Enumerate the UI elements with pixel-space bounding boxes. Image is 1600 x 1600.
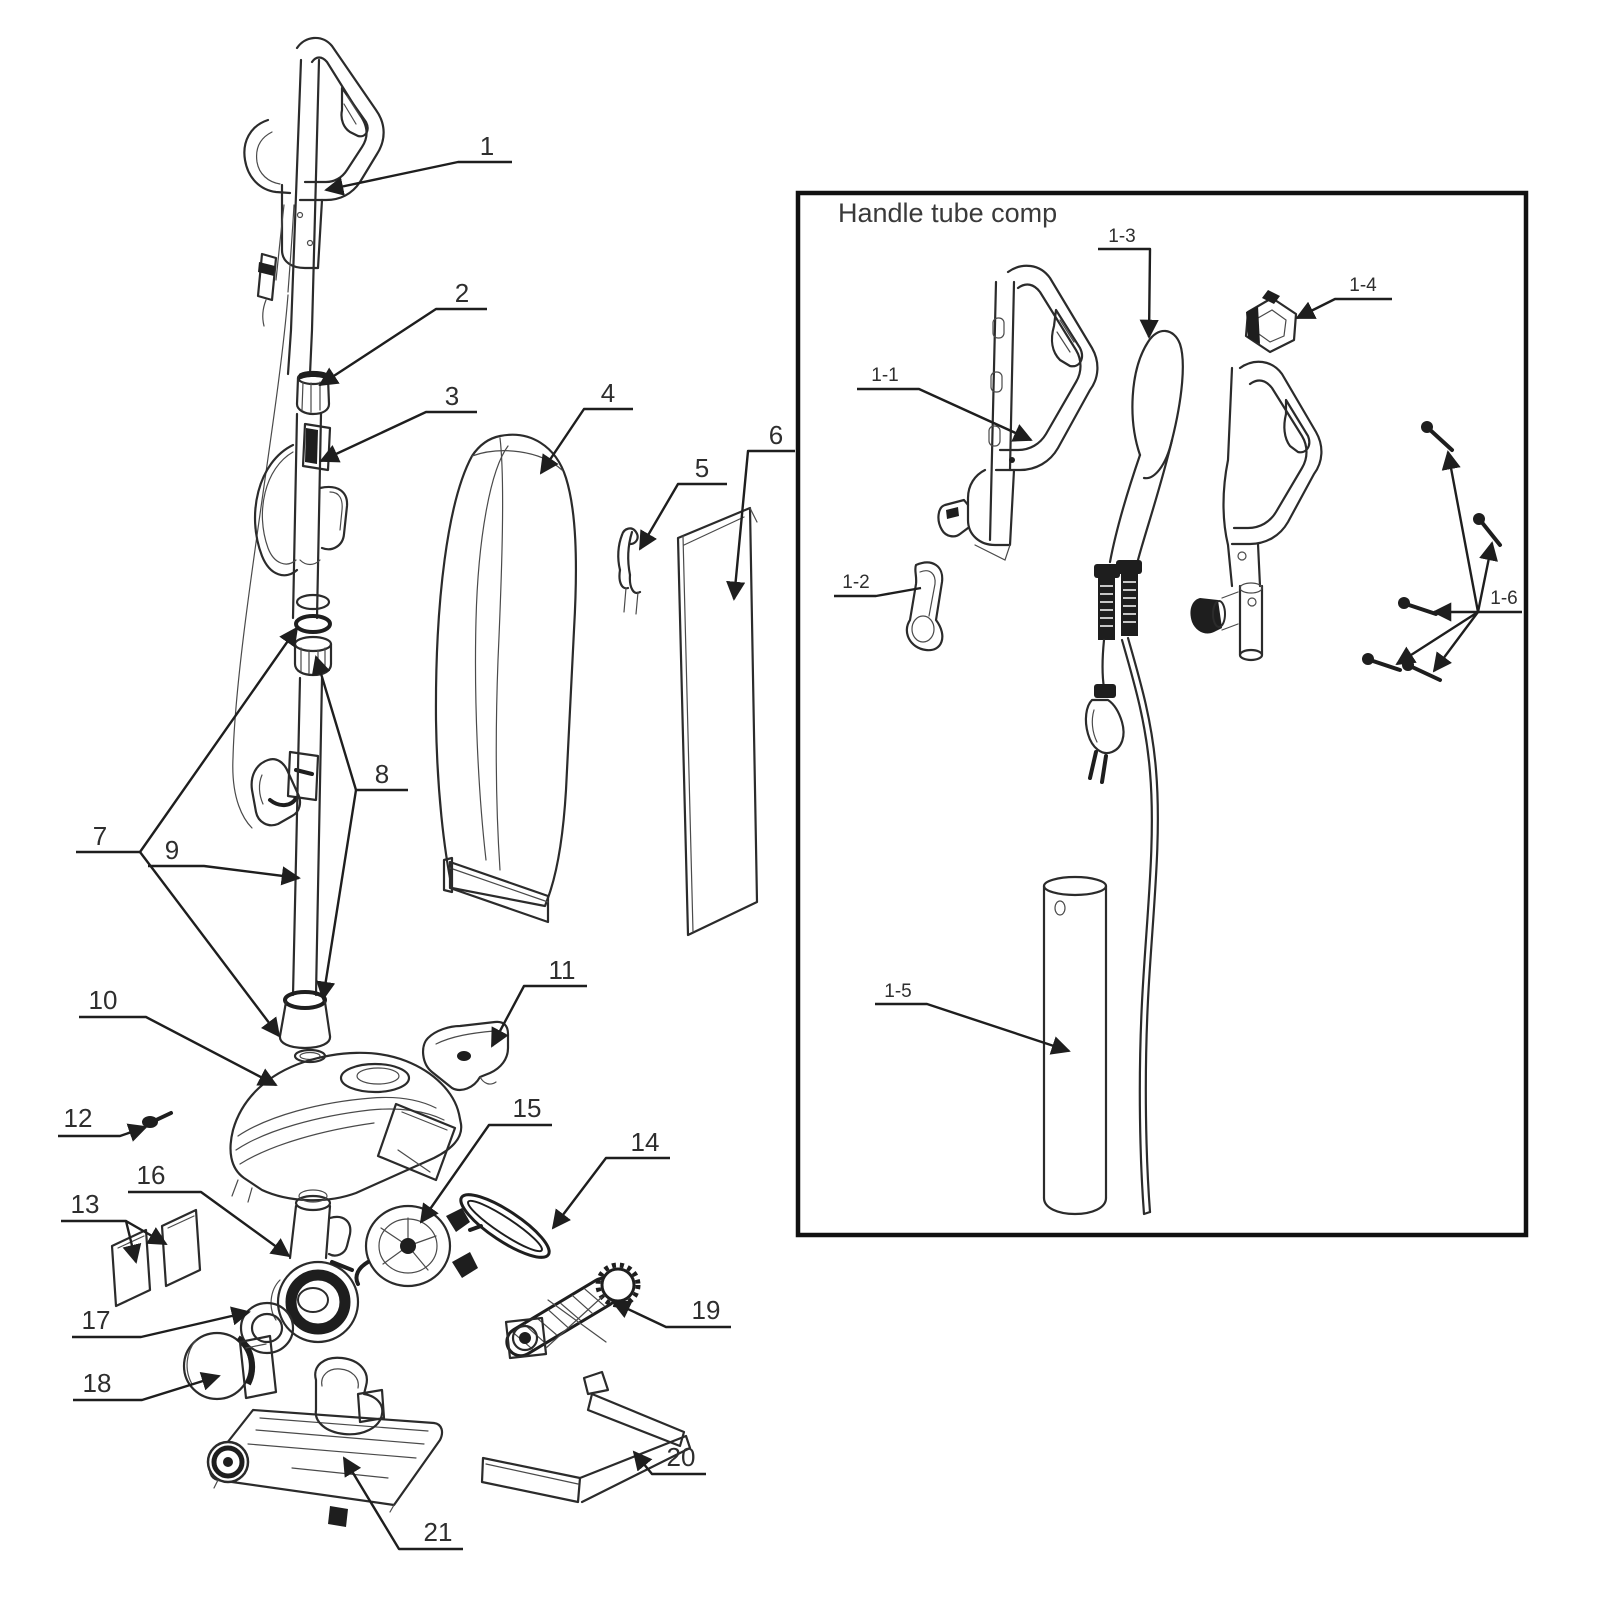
mid-tube-drawing (254, 412, 349, 620)
part-number-label: 3 (445, 381, 459, 411)
callout-21: 21 (342, 1456, 463, 1551)
callout-10: 10 (79, 985, 278, 1087)
main-exploded-view (110, 36, 759, 1527)
tube-orings-coupler-drawing (293, 593, 333, 677)
part-number-label: 19 (692, 1295, 721, 1325)
callout-7: 7 (76, 626, 299, 1038)
callout-11: 11 (490, 955, 587, 1048)
callout-3: 3 (319, 381, 477, 463)
part-number-label: 12 (64, 1103, 93, 1133)
callout-18: 18 (73, 1368, 221, 1402)
inset-handle-grip-drawing (937, 264, 1099, 561)
duct-cap-drawing (182, 1331, 278, 1401)
part-number-label: 1-3 (1108, 226, 1135, 247)
callout-1-6: 1-6 (1395, 450, 1522, 673)
callout-20: 20 (632, 1442, 706, 1476)
callout-17: 17 (72, 1305, 251, 1339)
belt-drawing (459, 1193, 551, 1259)
callout-5: 5 (638, 453, 727, 551)
callout-14: 14 (551, 1127, 670, 1230)
part-number-label: 2 (455, 278, 469, 308)
pedal-drawing (422, 1020, 510, 1092)
part-number-label: 1-5 (884, 981, 911, 1002)
callout-8: 8 (311, 655, 408, 1001)
part-number-label: 18 (83, 1368, 112, 1398)
part-number-label: 4 (601, 378, 615, 408)
part-number-label: 14 (631, 1127, 660, 1157)
brush-roller-drawing (504, 1262, 641, 1360)
part-number-label: 13 (71, 1189, 100, 1219)
inset-cord-hook-drawing (905, 561, 944, 652)
callout-16: 16 (128, 1160, 291, 1258)
part-number-label: 7 (93, 821, 107, 851)
callout-13: 13 (61, 1189, 168, 1264)
dust-bag-drawing (434, 433, 578, 924)
inset-screws-drawing (1362, 421, 1502, 682)
tube-coupler-drawing (295, 370, 331, 416)
base-plate-drawing (206, 1356, 444, 1527)
part-number-label: 1 (480, 131, 494, 161)
hood-drawing (229, 1051, 463, 1203)
part-number-label: 1-2 (842, 572, 869, 593)
screw-drawing (142, 1111, 173, 1128)
callout-1-1: 1-1 (857, 365, 1033, 442)
part-number-label: 21 (424, 1517, 453, 1547)
inset-power-cord-drawing (1084, 329, 1184, 1216)
part-number-label: 15 (513, 1093, 542, 1123)
part-number-label: 20 (667, 1442, 696, 1472)
part-number-label: 10 (89, 985, 118, 1015)
bag-panel-drawing (676, 506, 759, 937)
inset-handle-tube-drawing (1190, 360, 1323, 662)
part-number-label: 1-1 (871, 365, 898, 386)
part-number-label: 1-6 (1490, 588, 1517, 609)
callout-1-4: 1-4 (1295, 275, 1392, 320)
callout-2: 2 (318, 278, 487, 387)
part-number-label: 17 (82, 1305, 111, 1335)
swivel-elbow-drawing (270, 1189, 360, 1344)
latch-lever-drawing (250, 750, 320, 827)
callout-1-2: 1-2 (834, 572, 922, 598)
bumper-drawing (480, 1370, 692, 1504)
inset-lower-tube-drawing (1042, 875, 1108, 1216)
callout-4: 4 (539, 378, 633, 475)
callout-6: 6 (726, 420, 795, 601)
lower-tube-drawing (278, 676, 332, 1064)
part-number-label: 6 (769, 420, 783, 450)
inset-box: Handle tube comp (795, 190, 1529, 1238)
callout-1-5: 1-5 (875, 981, 1071, 1055)
callout-15: 15 (419, 1093, 552, 1224)
callout-12: 12 (58, 1103, 148, 1142)
filter-pads-drawing (110, 1208, 202, 1308)
fan-impeller-drawing (330, 1204, 483, 1288)
part-number-label: 11 (549, 955, 576, 985)
callout-1-3: 1-3 (1098, 226, 1159, 339)
gasket-ring-drawing (239, 1301, 295, 1355)
callout-9: 9 (148, 835, 301, 886)
part-number-label: 8 (375, 759, 389, 789)
part-number-label: 9 (165, 835, 179, 865)
bag-clip-drawing (617, 527, 642, 615)
part-number-label: 5 (695, 453, 709, 483)
callout-19: 19 (611, 1295, 731, 1329)
part-number-label: 1-4 (1349, 275, 1377, 296)
inset-title: Handle tube comp (838, 198, 1057, 228)
inset-cord-clip-drawing (1244, 290, 1298, 354)
callout-1: 1 (324, 131, 512, 196)
part-number-label: 16 (137, 1160, 166, 1190)
